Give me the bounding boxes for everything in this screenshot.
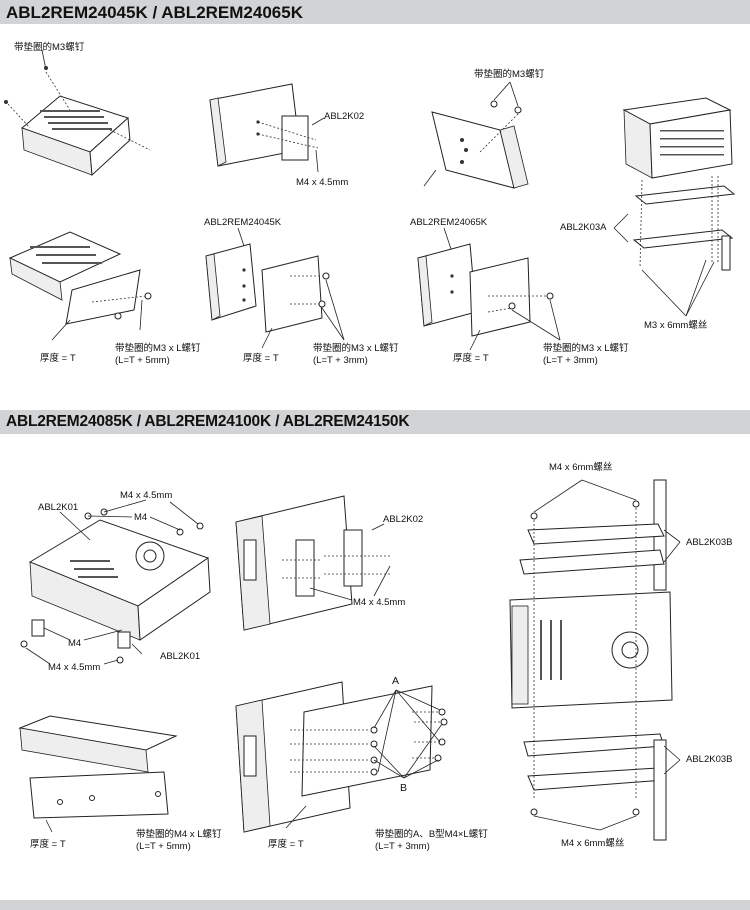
label-abl2k03a: ABL2K03A	[560, 222, 607, 233]
psu-illustration-1d	[613, 97, 736, 317]
label-abl2k03b-top: ABL2K03B	[686, 537, 733, 548]
label-m3-6mm-screw: M3 x 6mm螺丝	[644, 320, 708, 331]
section-header-1: ABL2REM24045K / ABL2REM24065K	[0, 0, 750, 24]
bottom-divider	[0, 900, 750, 910]
label-m4-4.5mm-mid: M4 x 4.5mm	[353, 597, 406, 608]
label-thickness-2: 厚度 = T	[243, 353, 279, 364]
label-thickness-1: 厚度 = T	[40, 353, 76, 364]
label-model-24045k: ABL2REM24045K	[204, 217, 282, 228]
psu-illustration-2b	[235, 495, 391, 631]
label-ab-screw-line2: (L=T + 3mm)	[375, 841, 430, 852]
psu-illustration-2a	[20, 499, 211, 665]
label-abl2k01-top: ABL2K01	[38, 502, 79, 513]
psu-illustration-1g	[417, 227, 561, 351]
label-thickness-5: 厚度 = T	[268, 839, 304, 850]
label-screw-a: A	[392, 675, 400, 687]
label-m3-l-screw-1-line1: 带垫圈的M3 x L螺钉	[115, 343, 201, 354]
label-m4-top: M4	[134, 512, 148, 523]
psu-illustration-1f	[205, 227, 345, 349]
psu-illustration-2e	[235, 681, 448, 833]
label-screw-b: B	[400, 782, 408, 794]
psu-illustration-2d	[18, 715, 178, 833]
psu-illustration-1a	[4, 49, 151, 177]
section-title-2: ABL2REM24085K / ABL2REM24100K / ABL2REM2…	[6, 413, 410, 430]
label-abl2k01-bottom: ABL2K01	[160, 651, 201, 662]
label-m3-l-screw-3-line2: (L=T + 3mm)	[543, 355, 598, 366]
psu-illustration-2c	[509, 479, 681, 841]
label-m4-l-screw-line1: 带垫圈的M4 x L螺钉	[136, 829, 222, 840]
label-m3-l-screw-3-line1: 带垫圈的M3 x L螺钉	[543, 343, 629, 354]
section-title-1: ABL2REM24045K / ABL2REM24065K	[6, 3, 303, 22]
label-model-24065k: ABL2REM24065K	[410, 217, 488, 228]
label-m3-washer-screw-1: 带垫圈的M3螺钉	[14, 42, 85, 53]
label-m3-washer-screw-2: 带垫圈的M3螺钉	[474, 69, 545, 80]
label-m4-4.5mm-1: M4 x 4.5mm	[296, 177, 349, 188]
psu-illustration-1c	[423, 81, 529, 189]
label-m4-6mm-screw-bottom: M4 x 6mm螺丝	[561, 838, 625, 849]
label-m4-l-screw-line2: (L=T + 5mm)	[136, 841, 191, 852]
label-thickness-4: 厚度 = T	[30, 839, 66, 850]
label-abl2k03b-bottom: ABL2K03B	[686, 754, 733, 765]
psu-illustration-1b	[209, 83, 325, 173]
label-m4-bottom: M4	[68, 638, 82, 649]
label-m4-4.5mm-top: M4 x 4.5mm	[120, 490, 173, 501]
psu-illustration-1e	[8, 231, 152, 341]
label-m4-6mm-screw-top: M4 x 6mm螺丝	[549, 462, 613, 473]
label-thickness-3: 厚度 = T	[453, 353, 489, 364]
label-abl2k02-2: ABL2K02	[383, 514, 424, 525]
label-ab-screw-line1: 带垫圈的A、B型M4×L螺钉	[375, 829, 488, 840]
section-header-2: ABL2REM24085K / ABL2REM24100K / ABL2REM2…	[0, 410, 750, 434]
label-m3-l-screw-1-line2: (L=T + 5mm)	[115, 355, 170, 366]
label-m4-4.5mm-bottom: M4 x 4.5mm	[48, 662, 101, 673]
label-m3-l-screw-2-line1: 带垫圈的M3 x L螺钉	[313, 343, 399, 354]
label-m3-l-screw-2-line2: (L=T + 3mm)	[313, 355, 368, 366]
label-abl2k02-1: ABL2K02	[324, 111, 365, 122]
